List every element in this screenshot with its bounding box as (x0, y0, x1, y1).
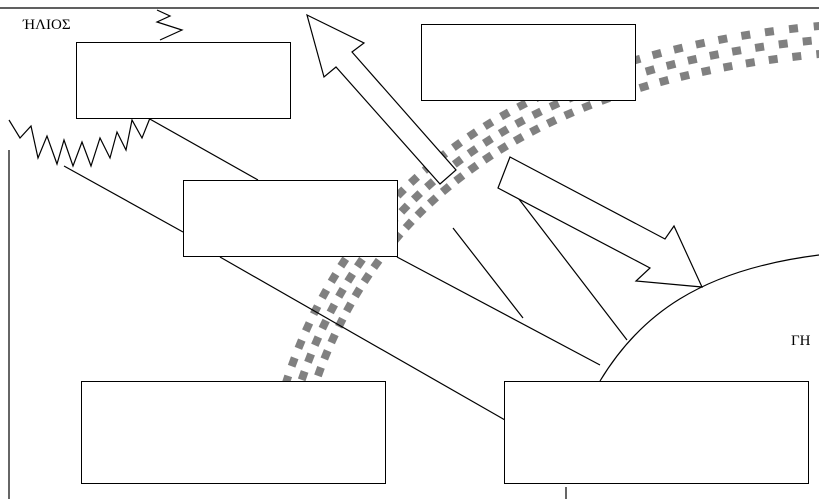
atmosphere-dash (411, 190, 423, 202)
atmosphere-dash (352, 287, 364, 299)
atmosphere-dash (467, 162, 479, 174)
sun-label: ΉΛΙΟΣ (23, 18, 71, 33)
atmosphere-dash (755, 43, 765, 52)
atmosphere-dash (452, 156, 464, 168)
atmosphere-dash (343, 301, 354, 313)
atmosphere-dash (789, 24, 799, 33)
answer-box-2[interactable] (421, 24, 636, 101)
atmosphere-dash (802, 37, 812, 46)
atmosphere-dash (337, 257, 349, 269)
atmosphere-dash (319, 319, 330, 331)
atmosphere-dash (673, 44, 684, 54)
atmosphere-dash (482, 152, 494, 164)
answer-box-5[interactable] (504, 381, 809, 484)
atmosphere-dash (466, 129, 478, 141)
atmosphere-dash (745, 58, 755, 67)
atmosphere-dash (482, 135, 494, 147)
atmosphere-dash (403, 219, 415, 231)
atmosphere-dash (513, 133, 525, 144)
atmosphere-dash (440, 183, 452, 195)
atmosphere-dash (335, 287, 346, 299)
atmosphere-dash (319, 288, 330, 300)
atmosphere-dash (679, 71, 690, 81)
atmosphere-dash (497, 142, 509, 154)
atmosphere-dash (731, 46, 741, 55)
atmosphere-dash (408, 174, 420, 186)
atmosphere-dash (344, 272, 356, 284)
atmosphere-dash (371, 258, 383, 270)
atmosphere-dash (514, 116, 526, 127)
atmosphere-dash (453, 172, 465, 184)
atmosphere-dash (467, 145, 479, 157)
atmosphere-dash (529, 124, 541, 135)
atmosphere-dash (288, 356, 299, 367)
atmosphere-dash (718, 34, 728, 44)
atmosphere-dash (546, 116, 558, 127)
atmosphere-dash (304, 352, 315, 363)
atmosphere-dash (813, 22, 819, 31)
atmosphere-dash (302, 321, 313, 333)
atmosphere-dash (482, 118, 494, 130)
atmosphere-dash (415, 206, 427, 218)
atmosphere-dash (424, 178, 436, 190)
sun-ray-top (157, 10, 182, 40)
atmosphere-dash (549, 99, 561, 110)
atmosphere-dash (639, 82, 650, 92)
atmosphere-dash (328, 333, 339, 345)
atmosphere-dash (659, 76, 670, 86)
atmosphere-dash (398, 203, 410, 215)
answer-box-3[interactable] (183, 180, 398, 257)
atmosphere-dash (327, 303, 338, 315)
atmosphere-dash (427, 194, 439, 206)
atmosphere-dash (328, 272, 340, 284)
atmosphere-dash (709, 50, 719, 60)
atmosphere-dash (451, 139, 463, 151)
atmosphere-dash (741, 31, 751, 40)
atmosphere-dash (666, 60, 677, 70)
atmosphere-dash (768, 55, 778, 64)
atmosphere-dash (645, 65, 656, 75)
atmosphere-dash (687, 55, 698, 65)
earth-surface (600, 255, 819, 381)
answer-box-4[interactable] (81, 381, 386, 484)
atmosphere-dash (498, 126, 510, 137)
sun-rays-lower (9, 118, 150, 166)
atmosphere-dash (516, 100, 528, 111)
atmosphere-dash (581, 101, 592, 112)
atmosphere-dash (701, 66, 711, 76)
atmosphere-dash (695, 39, 705, 49)
atmosphere-dash (335, 317, 346, 329)
atmosphere-dash (778, 39, 788, 48)
atmosphere-dash (298, 370, 309, 381)
atmosphere-dash (764, 27, 774, 36)
atmosphere-dash (563, 108, 574, 119)
atmosphere-dash (295, 339, 306, 350)
back-radiation-arrow (498, 157, 702, 287)
atmosphere-dash (652, 49, 663, 59)
atmosphere-dash (792, 52, 802, 61)
atmosphere-dash (321, 349, 332, 360)
atmosphere-dash (311, 335, 322, 346)
atmosphere-dash (723, 62, 733, 72)
atmosphere-dash (354, 257, 366, 269)
answer-box-1[interactable] (76, 42, 291, 119)
atmosphere-dash (499, 109, 511, 120)
atmosphere-dash (314, 366, 325, 377)
atmosphere-dash (361, 272, 373, 284)
atmosphere-dash (531, 108, 543, 119)
earth-label: ΓΗ (791, 334, 811, 349)
